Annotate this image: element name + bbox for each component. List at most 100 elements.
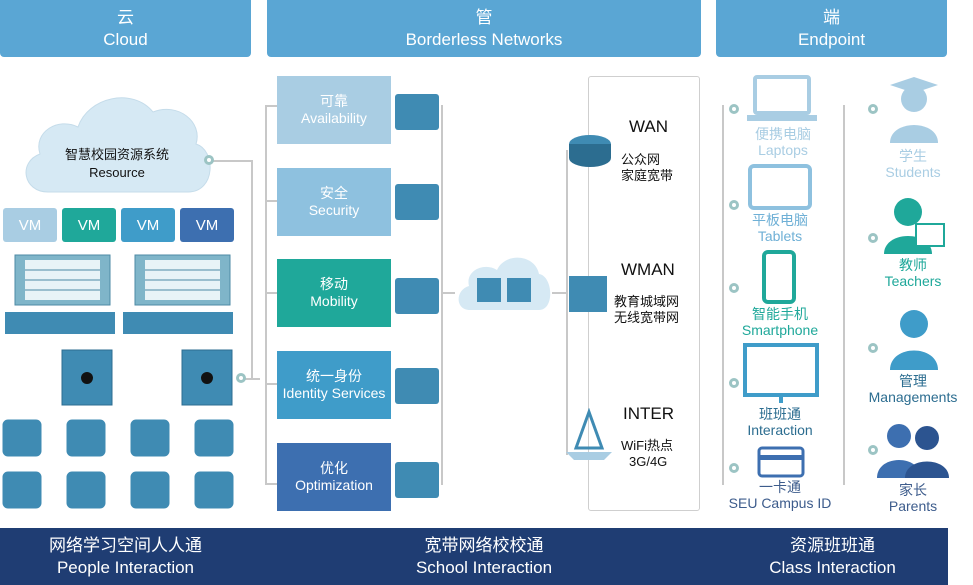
connector-dot xyxy=(868,343,878,353)
service-label-en: Availability xyxy=(301,110,367,126)
user-label-zh: 学生 xyxy=(899,148,927,164)
header-networks-en: Borderless Networks xyxy=(405,29,563,49)
footer-school: 宽带网络校校通 School Interaction xyxy=(251,528,717,585)
service-availability: 可靠 Availability xyxy=(277,76,391,144)
user-students: 学生 Students xyxy=(858,148,968,180)
service-mobility: 移动 Mobility xyxy=(277,259,391,327)
wireless-controller-icon xyxy=(395,278,439,314)
footer-class: 资源班班通 Class Interaction xyxy=(717,528,948,585)
router-icon xyxy=(569,135,611,167)
manager-icon xyxy=(890,310,938,370)
vm-box: VM xyxy=(121,208,175,242)
cell-tower-icon xyxy=(566,408,612,460)
network-desc-line: 公众网 xyxy=(621,152,661,167)
core-switch-icon xyxy=(61,349,233,406)
user-label-en: Managements xyxy=(868,389,958,405)
header-networks-zh: 管 xyxy=(475,7,493,27)
network-cloud-icon xyxy=(458,257,551,310)
network-desc-line: 教育城域网 xyxy=(614,294,680,309)
header-cloud-zh: 云 xyxy=(117,7,134,27)
connector-dot xyxy=(729,104,739,114)
device-campus-id: 一卡通 SEU Campus ID xyxy=(714,479,846,511)
device-label-en: SEU Campus ID xyxy=(728,495,832,511)
connector-line xyxy=(240,378,260,380)
device-interaction: 班班通 Interaction xyxy=(735,406,825,438)
connector-dot xyxy=(729,283,739,293)
optimizer-icon xyxy=(395,462,439,498)
service-label-en: Security xyxy=(308,202,360,218)
connector-line xyxy=(265,105,277,107)
connector-dot xyxy=(868,233,878,243)
user-label-zh: 教师 xyxy=(899,257,927,273)
device-label-zh: 便携电脑 xyxy=(755,126,811,142)
resource-label-zh: 智慧校园资源系统 xyxy=(64,147,169,162)
connector-dot xyxy=(729,463,739,473)
service-label-en: Optimization xyxy=(295,477,373,493)
campus-card-icon xyxy=(757,446,805,478)
connector-line xyxy=(566,150,568,455)
user-label-zh: 家长 xyxy=(899,482,927,498)
device-smartphone: 智能手机 Smartphone xyxy=(730,306,830,338)
service-identity: 统一身份 Identity Services xyxy=(277,351,391,419)
connector-dot xyxy=(868,445,878,455)
footer-people-zh: 网络学习空间人人通 xyxy=(49,535,202,555)
wireless-access-point-icon xyxy=(569,276,607,312)
vm-box: VM xyxy=(3,208,57,242)
connector-dot xyxy=(236,373,246,383)
device-label-zh: 平板电脑 xyxy=(752,212,808,228)
student-icon xyxy=(890,77,938,143)
connector-line xyxy=(441,292,455,294)
user-label-en: Teachers xyxy=(884,273,942,289)
resource-cloud-icon xyxy=(25,97,211,193)
connector-dot xyxy=(868,104,878,114)
header-cloud: 云 Cloud xyxy=(0,0,251,57)
network-desc-wan: 公众网 家庭宽带 xyxy=(621,152,673,184)
parents-icon xyxy=(877,424,949,478)
footer-people-en: People Interaction xyxy=(56,557,195,577)
service-optimization: 优化 Optimization xyxy=(277,443,391,511)
service-label-en: Mobility xyxy=(310,293,358,309)
vm-box: VM xyxy=(62,208,116,242)
device-label-zh: 一卡通 xyxy=(759,479,801,495)
device-label-en: Interaction xyxy=(747,422,813,438)
network-desc-inter: WiFi热点 3G/4G xyxy=(621,438,673,470)
footer-school-zh: 宽带网络校校通 xyxy=(424,535,544,555)
vm-box: VM xyxy=(180,208,234,242)
availability-icon xyxy=(395,94,439,130)
laptop-icon xyxy=(747,75,817,121)
connector-line xyxy=(251,160,253,380)
teacher-icon xyxy=(884,198,945,254)
device-label-en: Laptops xyxy=(758,142,808,158)
user-label-en: Students xyxy=(885,164,941,180)
connector-line xyxy=(265,483,277,485)
service-label-zh: 统一身份 xyxy=(306,368,362,384)
footer-people: 网络学习空间人人通 People Interaction xyxy=(0,528,251,585)
footer-school-en: School Interaction xyxy=(415,557,553,577)
resource-label: 智慧校园资源系统 Resource xyxy=(42,146,192,182)
device-label-zh: 智能手机 xyxy=(752,306,808,322)
user-managements: 管理 Managements xyxy=(858,373,968,405)
user-label-en: Parents xyxy=(888,498,938,514)
connector-line xyxy=(210,160,252,162)
device-label-zh: 班班通 xyxy=(759,406,801,422)
interactive-display-icon xyxy=(743,343,819,403)
network-name-wan: WAN xyxy=(629,117,669,136)
connector-line xyxy=(441,105,443,485)
connector-line xyxy=(552,292,566,294)
service-label-zh: 可靠 xyxy=(320,93,348,109)
device-label-en: Tablets xyxy=(757,228,803,244)
user-parents: 家长 Parents xyxy=(858,482,968,514)
header-cloud-en: Cloud xyxy=(103,29,148,49)
service-label-zh: 安全 xyxy=(320,185,348,201)
network-desc-line: 家庭宽带 xyxy=(621,168,674,183)
user-teachers: 教师 Teachers xyxy=(858,257,968,289)
network-name-inter: INTER xyxy=(623,404,674,423)
network-desc-line: WiFi热点 xyxy=(621,438,673,453)
server-rack-icon xyxy=(5,254,233,334)
footer-class-en: Class Interaction xyxy=(769,557,896,577)
connector-dot xyxy=(729,378,739,388)
connector-line xyxy=(722,105,724,485)
service-security: 安全 Security xyxy=(277,168,391,236)
header-networks: 管 Borderless Networks xyxy=(267,0,701,57)
service-label-en: Identity Services xyxy=(282,385,386,401)
